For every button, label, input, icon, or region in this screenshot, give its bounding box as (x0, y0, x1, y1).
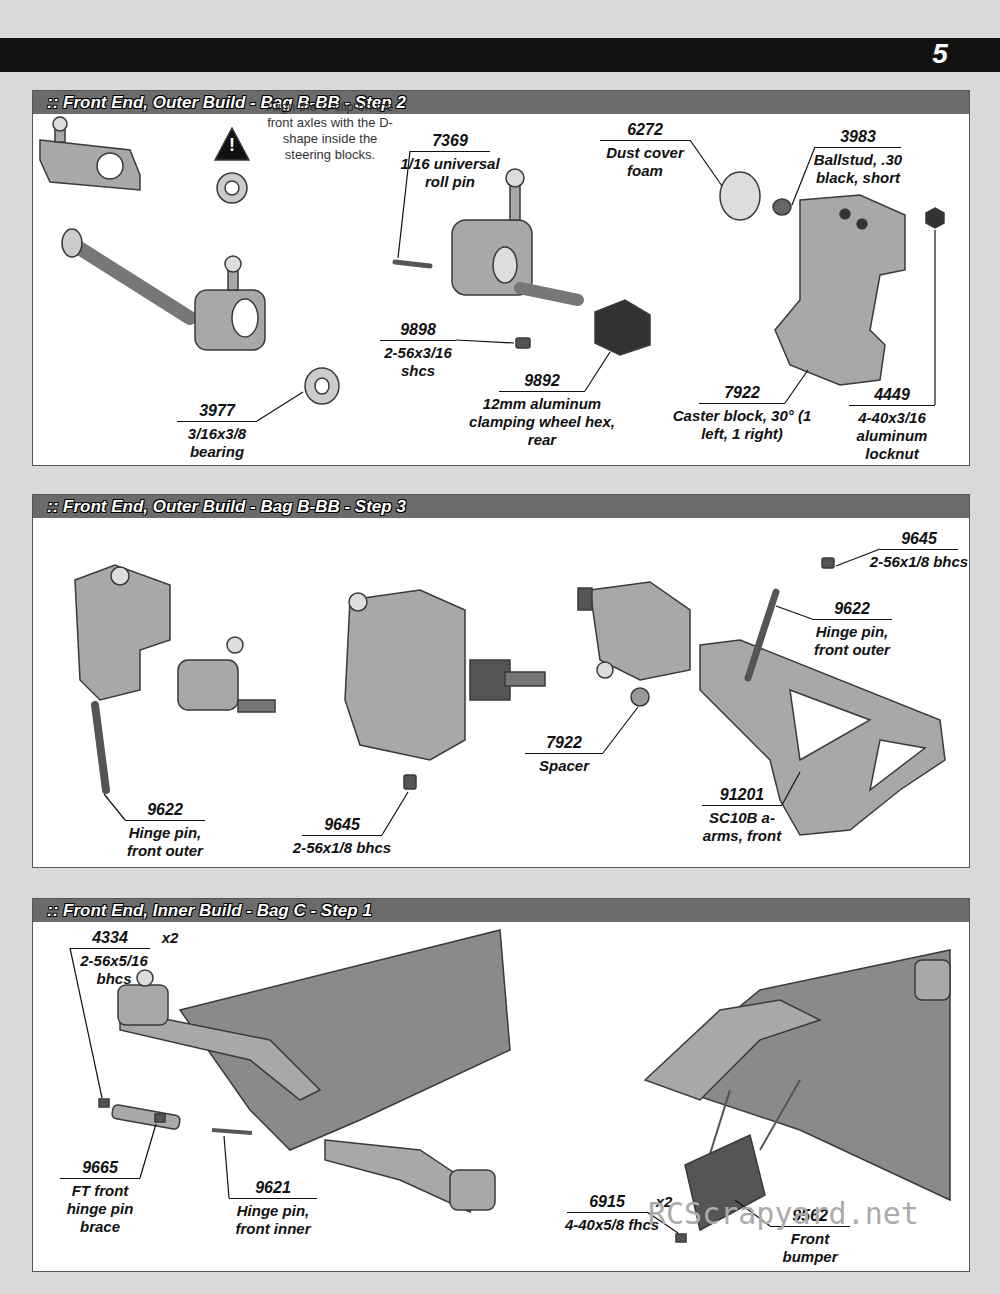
page-ground (0, 38, 1000, 1272)
part-name: Dust cover foam (590, 144, 700, 180)
page-number: 5 (910, 38, 970, 70)
quantity: x2 (155, 929, 185, 947)
callout-number: 3983 (815, 128, 901, 148)
part-name: 12mm aluminum clamping wheel hex, rear (457, 395, 627, 449)
parts-inner (99, 930, 950, 1242)
callout-number: 3977 (177, 402, 257, 422)
part-name: Caster block, 30° (1 left, 1 right) (667, 407, 817, 443)
part-name: SC10B a-arms, front (702, 809, 782, 845)
leader-lines (70, 140, 935, 1233)
part-name: Front bumper (765, 1230, 855, 1266)
callout-number: 9898 (380, 321, 456, 341)
part-name: FT front hinge pin brace (50, 1182, 150, 1236)
part-name: Hinge pin, front inner (218, 1202, 328, 1238)
callout-number: 9622 (812, 600, 892, 620)
part-name: 3/16x3/8 bearing (167, 425, 267, 461)
part-name: Hinge pin, front outer (110, 824, 220, 860)
step-heading: :: Front End, Outer Build - Bag B-BB - S… (33, 91, 969, 114)
parts-step2 (40, 117, 944, 404)
part-name: 2-56x3/16 shcs (370, 344, 466, 380)
step-heading: :: Front End, Outer Build - Bag B-BB - S… (33, 495, 969, 518)
callout-number: 7369 (410, 132, 490, 152)
callout-number: 7922 (699, 384, 785, 404)
warning-mark: ! (222, 135, 242, 155)
parts-step3 (75, 558, 945, 835)
callout-number: 7922 (525, 734, 603, 754)
callout-number: 6915 (567, 1193, 647, 1213)
callout-number: 4449 (849, 386, 935, 406)
watermark: RCScrapyard.net (648, 1196, 919, 1232)
part-name: 1/16 universal roll pin (400, 155, 500, 191)
callout-number: 9645 (302, 816, 382, 836)
part-name: 2-56x5/16 bhcs (64, 952, 164, 988)
callout-number: 9622 (125, 801, 205, 821)
part-name: Hinge pin, front outer (797, 623, 907, 659)
note-text: Align the C-clip on the front axles with… (260, 99, 400, 163)
callout-number: 9665 (60, 1159, 140, 1179)
part-name: Ballstud, .30 black, short (793, 151, 923, 187)
part-name: 4-40x5/8 fhcs (562, 1216, 662, 1234)
callout-number: 9892 (499, 372, 585, 392)
step-heading: :: Front End, Inner Build - Bag C - Step… (33, 899, 969, 922)
part-name: Spacer (524, 757, 604, 775)
callout-number: 9645 (880, 530, 958, 550)
callout-number: 9621 (229, 1179, 317, 1199)
part-name: 2-56x1/8 bhcs (292, 839, 392, 857)
part-name: 4-40x3/16 aluminum locknut (842, 409, 942, 463)
callout-number: 4334 (70, 929, 150, 949)
callout-number: 91201 (702, 786, 782, 806)
callout-number: 6272 (600, 121, 690, 141)
part-name: 2-56x1/8 bhcs (869, 553, 969, 571)
